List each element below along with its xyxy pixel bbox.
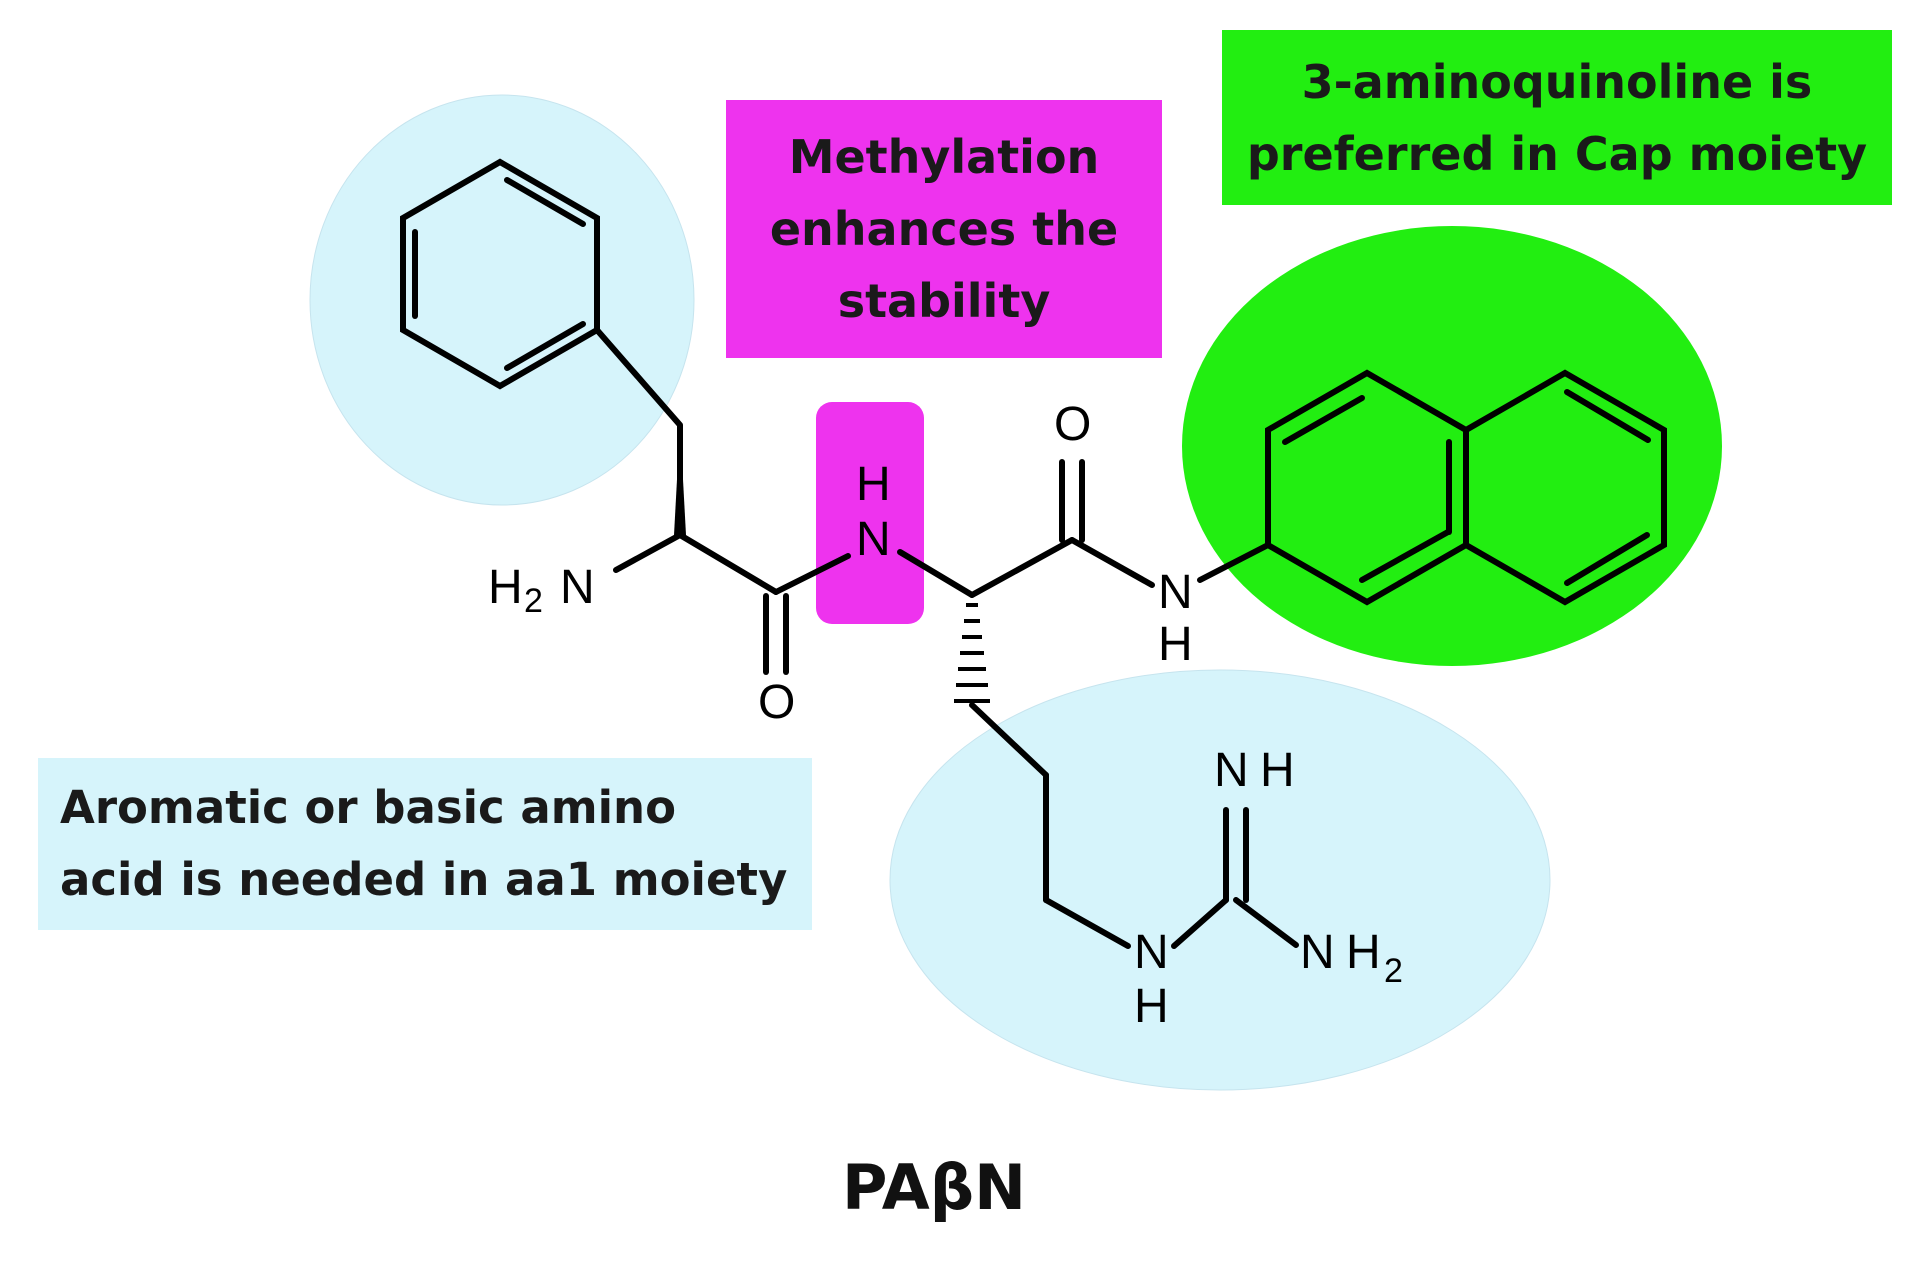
hashed-bond	[954, 603, 990, 703]
amine-h-label: H	[488, 561, 523, 614]
aa1-basic-region	[889, 669, 1551, 1091]
amide-h-label: H	[856, 458, 891, 511]
compound-name: PAβN	[841, 1151, 1026, 1224]
guanidine-nh-n-label: N	[1134, 926, 1169, 979]
guanidine-nh-h-label: H	[1134, 980, 1169, 1033]
guanidine-imine-h-label: H	[1260, 744, 1295, 797]
amide-n-label: N	[856, 513, 891, 566]
amine-n-label: N	[560, 561, 595, 614]
aa1-aromatic-region	[309, 94, 695, 506]
cap-n-label: N	[1158, 566, 1193, 619]
cap-callout-bg	[1222, 30, 1892, 205]
arginine-side-chain	[969, 702, 1299, 949]
phenyl-ring	[400, 158, 600, 390]
cap-callout: 3-aminoquinoline is preferred in Cap moi…	[1246, 54, 1868, 181]
naphthalene-ring	[1265, 369, 1667, 606]
aa1-callout-bg	[38, 758, 812, 930]
guanidine-nh2-n-label: N	[1300, 926, 1335, 979]
guanidine-nh2-subscript-label: 2	[1384, 952, 1403, 990]
methylation-highlight-box	[816, 402, 924, 624]
amine-subscript-label: 2	[524, 582, 543, 620]
carbonyl-o1-label: O	[758, 676, 795, 729]
carbonyl-o2-label: O	[1054, 398, 1091, 451]
methylation-callout-bg	[726, 100, 1162, 358]
aa1-callout: Aromatic or basic amino acid is needed i…	[60, 781, 788, 906]
guanidine-nh2-h-label: H	[1346, 926, 1381, 979]
methylation-callout: Methylation enhances the stability	[769, 130, 1119, 328]
guanidine-imine-n-label: N	[1214, 744, 1249, 797]
cap-h-label: H	[1158, 618, 1193, 671]
backbone-bonds	[594, 327, 1271, 675]
